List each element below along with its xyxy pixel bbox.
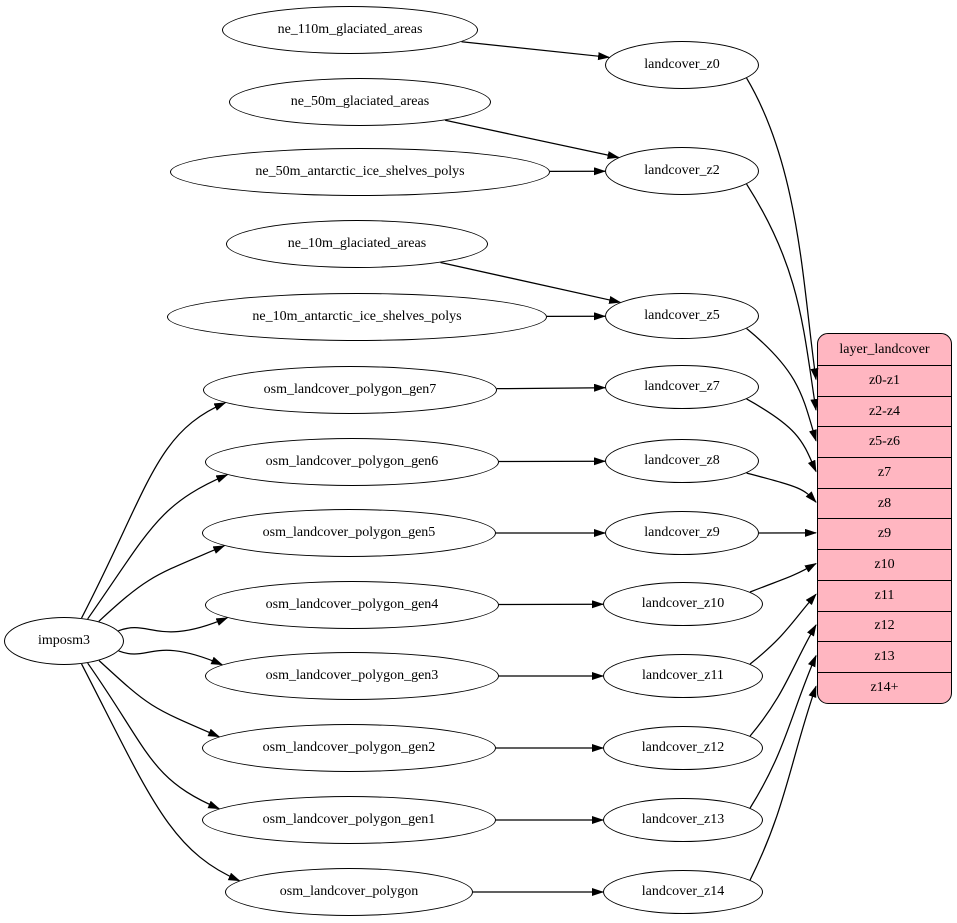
- node-osm_landcover_polygon_gen5: osm_landcover_polygon_gen5: [202, 509, 496, 557]
- edge-landcover_z8-row-z8: [746, 472, 817, 503]
- table-row-z2-z4: z2-z4: [818, 395, 951, 427]
- node-label: landcover_z11: [642, 668, 724, 683]
- node-imposm3: imposm3: [4, 617, 124, 665]
- node-landcover_z7: landcover_z7: [605, 365, 759, 409]
- edge-imposm3-osm_landcover_polygon_gen6: [87, 474, 229, 620]
- node-landcover_z11: landcover_z11: [603, 654, 763, 698]
- edge-landcover_z10-row-z10: [749, 563, 817, 593]
- node-osm_landcover_polygon_gen2: osm_landcover_polygon_gen2: [202, 724, 496, 772]
- edge-landcover_z14-row-z14+: [749, 685, 817, 881]
- node-osm_landcover_polygon_gen6: osm_landcover_polygon_gen6: [205, 438, 499, 486]
- node-osm_landcover_polygon_gen3: osm_landcover_polygon_gen3: [205, 652, 499, 700]
- edge-imposm3-osm_landcover_polygon_gen4: [118, 617, 229, 633]
- node-landcover_z0: landcover_z0: [605, 41, 759, 89]
- edge-landcover_z2-row-z2-z4: [746, 183, 819, 412]
- table-row-z7: z7: [818, 457, 951, 488]
- edge-imposm3-osm_landcover_polygon_gen1: [87, 662, 221, 810]
- edge-imposm3-osm_landcover_polygon_gen5: [98, 545, 226, 622]
- node-ne_10m_glaciated_areas: ne_10m_glaciated_areas: [226, 220, 488, 268]
- node-osm_landcover_polygon_gen1: osm_landcover_polygon_gen1: [202, 796, 496, 844]
- node-label: landcover_z2: [644, 163, 720, 178]
- edge-landcover_z0-row-z0-z1: [746, 77, 819, 381]
- node-osm_landcover_polygon_gen4: osm_landcover_polygon_gen4: [205, 581, 499, 629]
- node-label: ne_50m_glaciated_areas: [290, 94, 430, 109]
- table-title: layer_landcover: [839, 341, 930, 357]
- node-landcover_z14: landcover_z14: [603, 870, 763, 914]
- node-label: osm_landcover_polygon_gen6: [265, 454, 439, 469]
- node-landcover_z5: landcover_z5: [605, 293, 759, 339]
- node-ne_50m_glaciated_areas: ne_50m_glaciated_areas: [229, 78, 491, 126]
- edge-imposm3-osm_landcover_polygon_gen3: [118, 649, 224, 666]
- node-label: landcover_z14: [641, 884, 725, 899]
- node-label: osm_landcover_polygon_gen7: [263, 382, 437, 397]
- node-label: osm_landcover_polygon_gen2: [262, 740, 436, 755]
- edge-ne_10m_glaciated_areas-landcover_z5: [440, 261, 622, 304]
- node-ne_50m_antarctic_ice_shelves_polys: ne_50m_antarctic_ice_shelves_polys: [170, 148, 550, 196]
- node-landcover_z8: landcover_z8: [605, 439, 759, 483]
- table-row-z8: z8: [818, 487, 951, 519]
- node-label: ne_50m_antarctic_ice_shelves_polys: [255, 164, 465, 179]
- node-label: landcover_z13: [641, 812, 725, 827]
- node-osm_landcover_polygon: osm_landcover_polygon: [225, 868, 473, 916]
- edge-imposm3-osm_landcover_polygon: [80, 663, 241, 882]
- node-label: landcover_z10: [641, 596, 725, 611]
- node-landcover_z10: landcover_z10: [603, 582, 763, 626]
- node-label: landcover_z0: [644, 57, 720, 72]
- node-label: landcover_z12: [641, 740, 725, 755]
- table-row-z9: z9: [818, 518, 951, 549]
- table-row-z10: z10: [818, 549, 951, 580]
- node-landcover_z13: landcover_z13: [603, 798, 763, 842]
- node-label: osm_landcover_polygon_gen3: [265, 668, 439, 683]
- node-label: landcover_z7: [644, 379, 720, 394]
- node-landcover_z9: landcover_z9: [605, 511, 759, 555]
- edge-osm_landcover_polygon_gen7-landcover_z7: [496, 383, 607, 392]
- node-label: imposm3: [37, 633, 91, 648]
- node-landcover_z12: landcover_z12: [603, 726, 763, 770]
- table-row-z0-z1: z0-z1: [818, 365, 951, 396]
- node-label: osm_landcover_polygon_gen5: [262, 525, 436, 540]
- node-label: osm_landcover_polygon: [279, 884, 419, 899]
- table-row-z12: z12: [818, 610, 951, 642]
- node-osm_landcover_polygon_gen7: osm_landcover_polygon_gen7: [203, 366, 497, 414]
- edge-ne_110m_glaciated_areas-landcover_z0: [461, 41, 611, 61]
- node-label: landcover_z8: [644, 453, 720, 468]
- table-row-z13: z13: [818, 641, 951, 672]
- node-label: ne_10m_antarctic_ice_shelves_polys: [252, 309, 462, 324]
- node-label: osm_landcover_polygon_gen1: [262, 812, 436, 827]
- node-label: ne_110m_glaciated_areas: [277, 22, 423, 37]
- edge-imposm3-osm_landcover_polygon_gen7: [80, 402, 227, 619]
- table-row-z11: z11: [818, 579, 951, 611]
- node-label: landcover_z9: [644, 525, 720, 540]
- node-ne_10m_antarctic_ice_shelves_polys: ne_10m_antarctic_ice_shelves_polys: [167, 293, 547, 341]
- node-label: osm_landcover_polygon_gen4: [265, 597, 439, 612]
- table-row-z14+: z14+: [818, 671, 951, 703]
- node-landcover_z2: landcover_z2: [605, 147, 759, 195]
- node-ne_110m_glaciated_areas: ne_110m_glaciated_areas: [222, 6, 478, 54]
- node-label: ne_10m_glaciated_areas: [287, 236, 427, 251]
- edge-imposm3-osm_landcover_polygon_gen2: [98, 660, 221, 738]
- node-label: landcover_z5: [644, 308, 720, 323]
- table-row-z5-z6: z5-z6: [818, 426, 951, 457]
